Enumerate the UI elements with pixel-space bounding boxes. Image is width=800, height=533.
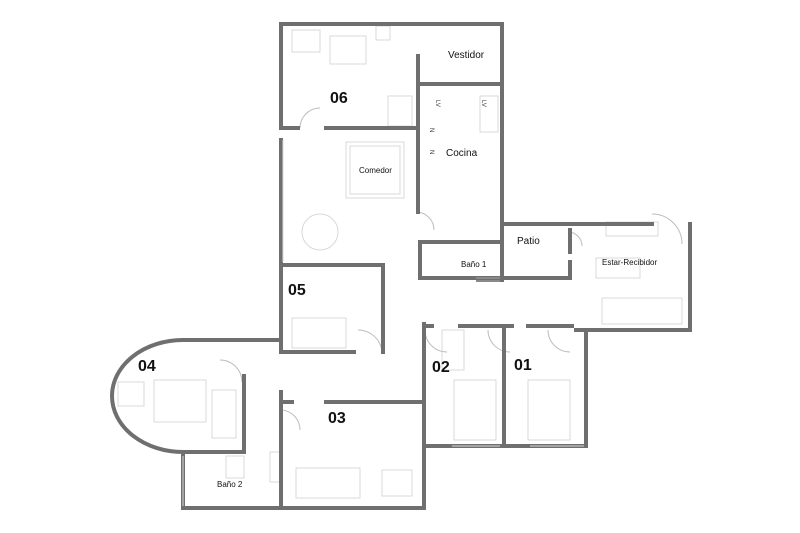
room-number-05: 05 [288,282,306,299]
room-label-comedor: Comedor [359,166,392,175]
svg-text:N: N [428,150,434,154]
room-number-04: 04 [138,358,156,375]
room-label-bano-1: Baño 1 [461,260,487,269]
walls [110,22,692,510]
svg-text:LV: LV [480,100,486,107]
kitchen-marks: LV LV N N [428,100,486,154]
room-label-bano-2: Baño 2 [217,480,243,489]
room-label-vestidor: Vestidor [448,50,485,61]
svg-text:N: N [428,128,434,132]
furniture-layer [117,25,683,499]
room-number-01: 01 [514,357,532,374]
room-label-patio: Patio [517,236,540,247]
room-number-06: 06 [330,90,348,107]
room-number-02: 02 [432,359,450,376]
svg-text:LV: LV [434,100,440,107]
room-label-estar-recibidor: Estar-Recibidor [602,258,657,267]
windows [182,140,584,506]
room-number-03: 03 [328,410,346,427]
room-label-cocina: Cocina [446,148,478,159]
